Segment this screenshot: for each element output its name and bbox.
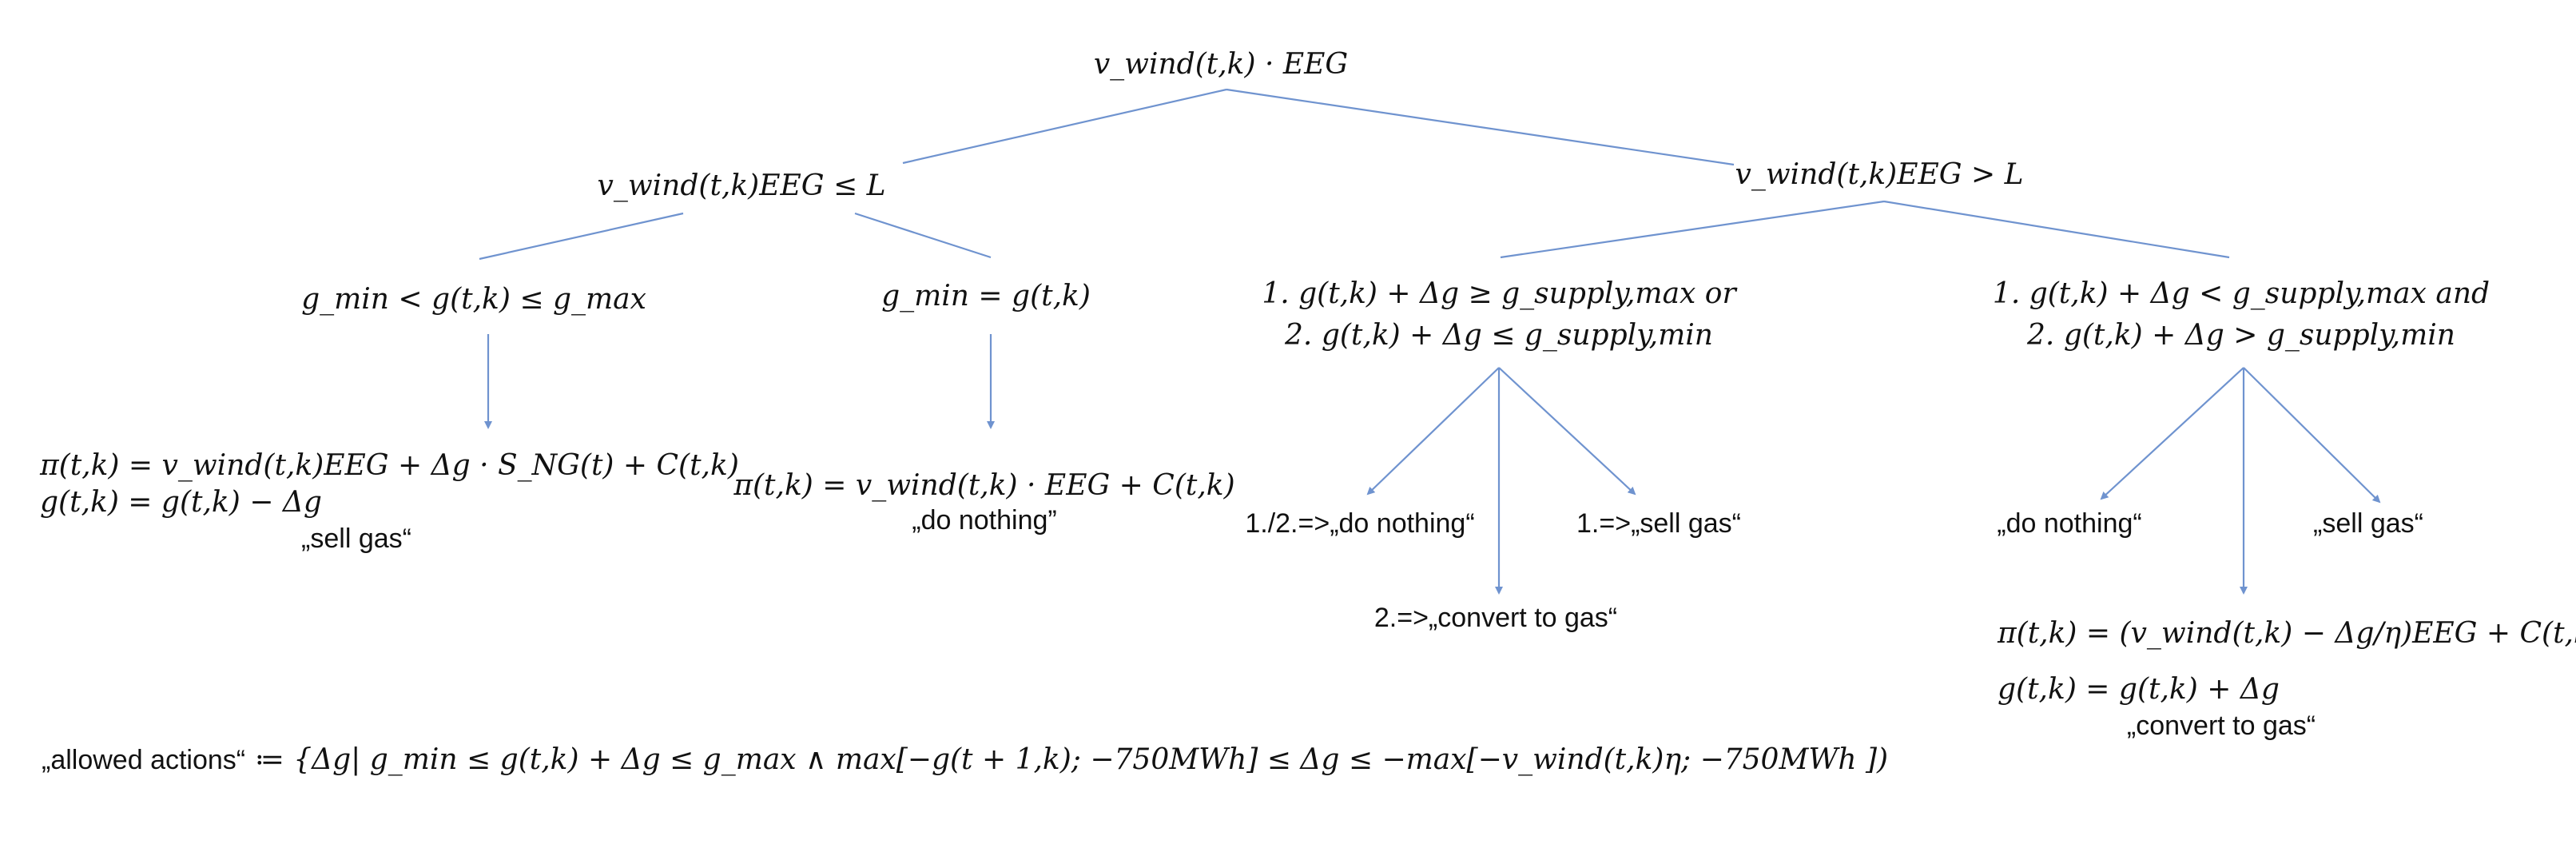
edge-root-to-high bbox=[1226, 88, 1735, 166]
allowed-actions-label: „allowed actions“ bbox=[42, 745, 246, 775]
allowed-actions-formula: ≔ {Δg| g_min ≤ g(t,k) + Δg ≤ g_max ∧ max… bbox=[245, 743, 1889, 776]
branch-high-node: v_wind(t,k)EEG > L bbox=[1735, 158, 2024, 191]
arrow-hl-to-nothing bbox=[1366, 367, 1500, 496]
hl-outcome-sell: 1.=>„sell gas“ bbox=[1576, 508, 1741, 539]
convert-formula-gas: g(t,k) = g(t,k) + Δg bbox=[1998, 673, 2280, 706]
hl-outcome-nothing: 1./2.=>„do nothing“ bbox=[1245, 508, 1475, 539]
convert-action-label: „convert to gas“ bbox=[2126, 711, 2316, 741]
edge-high-to-left-condition bbox=[1500, 200, 1885, 259]
low-left-condition: g_min < g(t,k) ≤ g_max bbox=[301, 283, 646, 316]
sell-formula-profit: π(t,k) = v_wind(t,k)EEG + Δg · S_NG(t) +… bbox=[40, 449, 739, 482]
edge-root-to-low bbox=[902, 88, 1227, 165]
allowed-actions-definition: „allowed actions“ ≔ {Δg| g_min ≤ g(t,k) … bbox=[42, 742, 1888, 778]
arrow-hl-to-sell bbox=[1498, 367, 1636, 496]
arrow-hr-to-sell bbox=[2243, 367, 2381, 504]
edge-low-to-left-condition bbox=[479, 212, 684, 261]
arrow-hr-to-nothing bbox=[2100, 367, 2244, 500]
hl-outcome-convert: 2.=>„convert to gas“ bbox=[1373, 603, 1618, 633]
edge-low-to-right-condition bbox=[854, 212, 992, 259]
hr-outcome-sell: „sell gas“ bbox=[2313, 508, 2423, 539]
high-left-condition-1: 1. g(t,k) + Δg ≥ g_supply,max or bbox=[1262, 277, 1736, 310]
sell-action-label: „sell gas“ bbox=[301, 524, 411, 554]
edge-high-to-right-condition bbox=[1883, 200, 2230, 259]
branch-low-node: v_wind(t,k)EEG ≤ L bbox=[597, 169, 886, 202]
high-right-condition-2: 2. g(t,k) + Δg > g_supply,min bbox=[2027, 319, 2455, 352]
sell-formula-gas: g(t,k) = g(t,k) − Δg bbox=[40, 486, 322, 519]
nothing-formula: π(t,k) = v_wind(t,k) · EEG + C(t,k) bbox=[733, 469, 1235, 502]
high-left-condition-2: 2. g(t,k) + Δg ≤ g_supply,min bbox=[1285, 319, 1713, 352]
low-right-condition: g_min = g(t,k) bbox=[881, 280, 1091, 313]
convert-formula-profit: π(t,k) = (v_wind(t,k) − Δg/η)EEG + C(t,k… bbox=[1998, 617, 2576, 650]
high-right-condition-1: 1. g(t,k) + Δg < g_supply,max and bbox=[1992, 277, 2491, 310]
hr-outcome-nothing: „do nothing“ bbox=[1997, 508, 2142, 539]
nothing-action-label: „do nothing” bbox=[912, 505, 1057, 535]
root-node: v_wind(t,k) · EEG bbox=[1093, 48, 1349, 81]
